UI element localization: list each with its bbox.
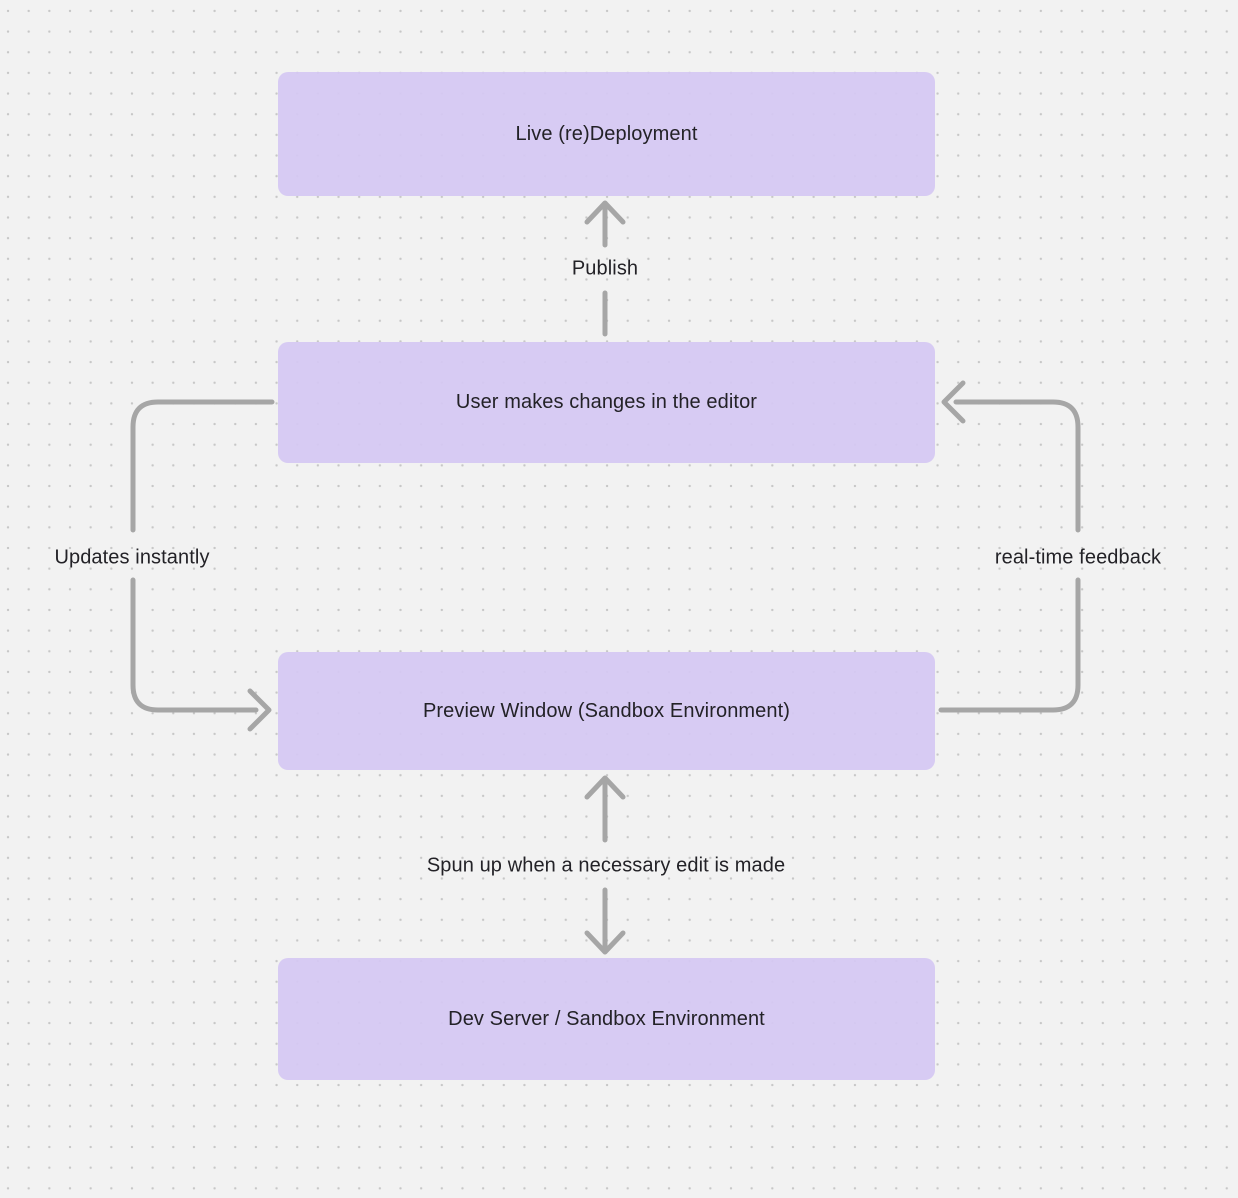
node-dev-server[interactable]: Dev Server / Sandbox Environment <box>278 958 935 1080</box>
edge-label-publish: Publish <box>571 257 639 280</box>
node-user-editor[interactable]: User makes changes in the editor <box>278 342 935 463</box>
real-time-feedback-connector-upper <box>941 380 1081 533</box>
publish-arrow-head-segment <box>584 200 626 248</box>
real-time-feedback-connector-lower <box>938 577 1081 713</box>
edge-label-real-time-feedback: real-time feedback <box>994 546 1162 569</box>
spun-up-arrow-down <box>584 887 626 955</box>
node-live-redeployment[interactable]: Live (re)Deployment <box>278 72 935 196</box>
node-user-editor-label: User makes changes in the editor <box>455 391 758 413</box>
edge-label-spun-up: Spun up when a necessary edit is made <box>426 854 786 877</box>
updates-instantly-connector-lower <box>130 577 272 732</box>
node-live-redeployment-label: Live (re)Deployment <box>515 122 698 145</box>
updates-instantly-connector-upper <box>130 399 275 533</box>
node-preview-window-label: Preview Window (Sandbox Environment) <box>422 699 791 722</box>
node-dev-server-label: Dev Server / Sandbox Environment <box>448 1007 765 1030</box>
spun-up-arrow-up <box>584 775 626 843</box>
edge-label-updates-instantly: Updates instantly <box>54 546 210 569</box>
node-preview-window[interactable]: Preview Window (Sandbox Environment) <box>278 652 935 770</box>
